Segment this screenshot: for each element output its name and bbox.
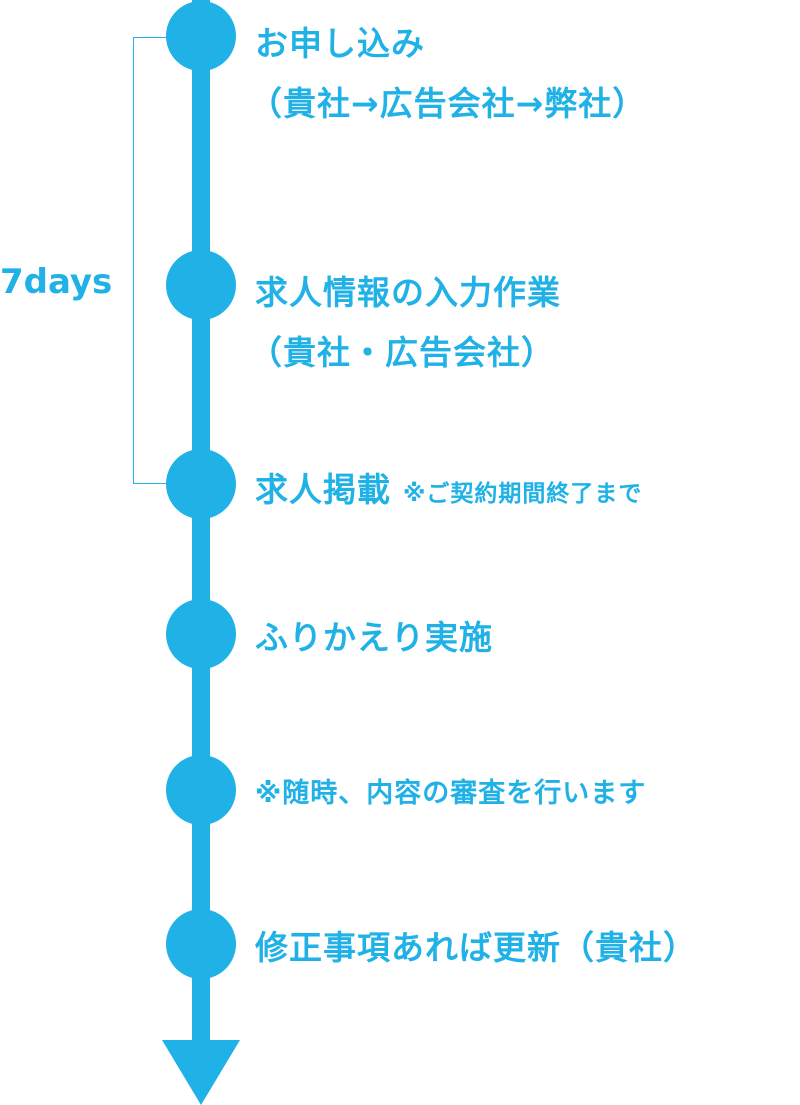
step-3: 求人掲載 ※ご契約期間終了まで bbox=[255, 460, 642, 524]
step-5: ※随時、内容の審査を行います bbox=[255, 764, 646, 824]
step-marker bbox=[166, 599, 236, 669]
step-title: 求人情報の入力作業 bbox=[255, 273, 561, 312]
step-note: ※随時、内容の審査を行います bbox=[255, 778, 647, 809]
step-title: 求人掲載 bbox=[255, 470, 391, 509]
step-title: 修正事項あれば更新（貴社） bbox=[255, 928, 697, 967]
step-title: ふりかえり実施 bbox=[255, 618, 493, 657]
step-marker bbox=[166, 909, 236, 979]
step-note: ※ご契約期間終了まで bbox=[403, 481, 643, 507]
step-marker bbox=[166, 1, 236, 71]
step-marker bbox=[166, 250, 236, 320]
step-sub: （貴社→広告会社→弊社） bbox=[249, 84, 647, 123]
duration-label: 7days bbox=[0, 262, 117, 302]
timeline-line bbox=[192, 0, 210, 1050]
step-marker bbox=[166, 755, 236, 825]
duration-bracket bbox=[133, 37, 167, 484]
step-marker bbox=[166, 449, 236, 519]
step-1: お申し込み （貴社→広告会社→弊社） bbox=[249, 14, 646, 134]
step-2: 求人情報の入力作業 （貴社・広告会社） bbox=[249, 263, 561, 383]
step-6: 修正事項あれば更新（貴社） bbox=[255, 918, 697, 978]
step-sub: （貴社・広告会社） bbox=[249, 333, 555, 372]
step-title: お申し込み bbox=[255, 24, 425, 63]
step-4: ふりかえり実施 bbox=[255, 608, 493, 668]
arrow-down-icon bbox=[162, 1040, 240, 1105]
